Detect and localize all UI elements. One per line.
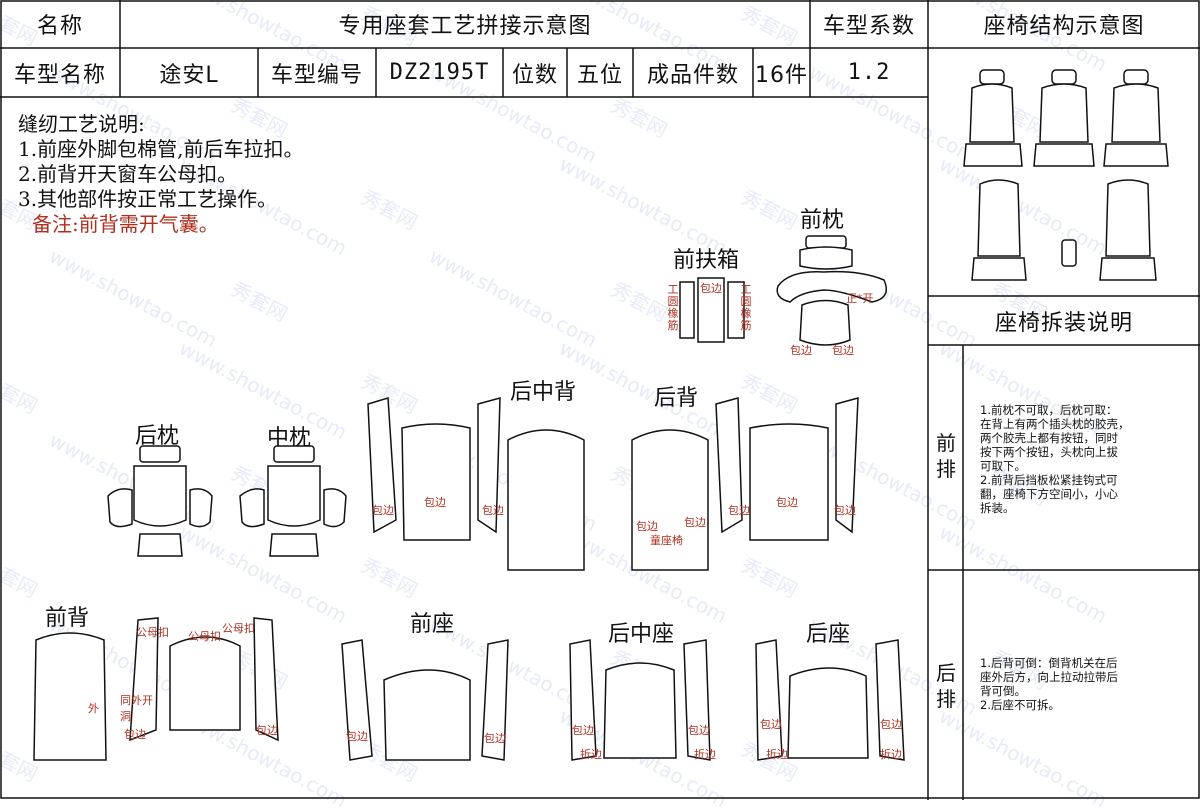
rear-mid-seat-pattern xyxy=(569,639,711,761)
mark-tong-wai-kai-dong: 同外开洞 xyxy=(120,694,153,723)
seat-icon-front-left xyxy=(963,69,1023,167)
front-seat-pattern xyxy=(341,639,509,761)
mark-gong-mu-kou: 公母扣 xyxy=(222,622,255,635)
mid-pillow-pattern xyxy=(239,445,347,557)
mark-bao-bian: 包边 xyxy=(372,504,394,517)
sewing-instructions: 缝纫工艺说明: 1.前座外脚包棉管,前后车拉扣。 2.前背开天窗车公母扣。 3.… xyxy=(18,112,303,237)
rear-pillow-pattern xyxy=(107,445,213,557)
label-front-armrest: 前扶箱 xyxy=(673,248,740,273)
mark-zhe-bian: 折边 xyxy=(766,748,788,761)
front-row-line: 2.前背后挡板松紧挂钩式可 xyxy=(980,473,1118,487)
front-row-line: 1.前枕不可取，后枕可取： xyxy=(980,403,1118,417)
rear-row-line: 背可倒。 xyxy=(980,684,1026,698)
rear-row-line: 座外后方，向上拉动拉带后 xyxy=(980,670,1118,684)
front-row-line: 可取下。 xyxy=(980,459,1026,473)
rear-row-line: 2.后座不可拆。 xyxy=(980,698,1060,712)
page-title: 专用座套工艺拼接示意图 xyxy=(338,14,592,39)
front-row-line: 两个胶壳上都有按钮，同时 xyxy=(980,431,1118,445)
mark-bao-bian: 包边 xyxy=(482,504,504,517)
instructions-title: 缝纫工艺说明: xyxy=(18,112,145,136)
front-row-line: 在背上有两个插头枕的胶壳， xyxy=(980,417,1130,431)
instruction-item: 1.前座外脚包棉管,前后车拉扣。 xyxy=(18,137,304,161)
mark-gong-mu-kou: 公母扣 xyxy=(136,626,169,639)
seat-icon-armrest xyxy=(1061,239,1077,267)
mark-gong-mu-kou: 公母扣 xyxy=(188,630,221,643)
mark-bao-bian: 包边 xyxy=(256,724,278,737)
mark-bao-bian: 包边 xyxy=(636,520,658,533)
model-name-value: 途安L xyxy=(159,62,219,88)
mark-bao-bian: 包边 xyxy=(684,516,706,529)
mark-bao-bian: 包边 xyxy=(728,504,750,517)
pattern-pieces xyxy=(33,235,905,761)
label-rear-pillow: 后枕 xyxy=(135,424,180,449)
structure-title: 座椅结构示意图 xyxy=(983,14,1145,39)
mark-bao-bian: 包边 xyxy=(346,730,368,743)
mark-la-gong-yuan: 工圆橡筋 xyxy=(667,283,679,332)
rear-row-line: 1.后背可倒：倒背机关在后 xyxy=(980,656,1118,670)
front-row-text: 1.前枕不可取，后枕可取： 在背上有两个插头枕的胶壳， 两个胶壳上都有按钮，同时… xyxy=(980,403,1130,515)
front-row-label: 前排 xyxy=(936,431,956,481)
seat-icon-front-right xyxy=(1103,69,1169,167)
coef-value: 1.2 xyxy=(847,60,891,85)
front-row-line: 翻，座椅下方空间小，小心 xyxy=(980,487,1118,501)
rear-row-text: 1.后背可倒：倒背机关在后 座外后方，向上拉动拉带后 背可倒。 2.后座不可拆。 xyxy=(980,656,1118,712)
seat-icon-rear-right xyxy=(1099,179,1157,281)
front-back-pattern xyxy=(33,617,279,761)
front-row-line: 拆装。 xyxy=(980,501,1015,515)
rear-seat-pattern xyxy=(755,639,905,761)
seat-structure-diagram xyxy=(963,69,1169,281)
label-front-back: 前背 xyxy=(45,606,90,631)
seats-value: 五位 xyxy=(576,62,623,88)
label-rear-back: 后背 xyxy=(654,386,699,411)
label-front-pillow: 前枕 xyxy=(800,208,845,233)
mark-bao-bian: 包边 xyxy=(790,344,812,357)
label-rear-mid-back: 后中背 xyxy=(510,380,577,405)
mark-zheng-kai: 正*开 xyxy=(846,292,874,305)
mark-zhe-bian: 折边 xyxy=(694,748,716,761)
instruction-item: 3.其他部件按正常工艺操作。 xyxy=(18,187,278,211)
mark-bao-bian: 包边 xyxy=(776,496,798,509)
disassembly-title: 座椅拆装说明 xyxy=(994,310,1133,336)
rear-back-pattern xyxy=(631,397,859,571)
mark-zhe-bian: 折边 xyxy=(580,748,602,761)
seat-icon-rear-left xyxy=(971,179,1027,281)
rear-row-label: 后排 xyxy=(936,661,956,711)
mark-zhe-bian: 折边 xyxy=(880,748,902,761)
mark-la-gong-yuan: 工圆橡筋 xyxy=(740,283,752,332)
mark-bao-bian: 包边 xyxy=(124,728,146,741)
mark-wai: 外 xyxy=(88,702,99,715)
mark-child-seat: 童座椅 xyxy=(650,534,683,547)
model-no-value: DZ2195T xyxy=(389,60,490,85)
label-rear-seat: 后座 xyxy=(806,622,851,647)
front-pillow-pattern xyxy=(776,235,887,346)
front-armrest-pattern xyxy=(679,277,745,343)
mark-bao-bian: 包边 xyxy=(688,724,710,737)
mark-bao-bian: 包边 xyxy=(760,718,782,731)
mark-bao-bian: 包边 xyxy=(484,732,506,745)
label-front-seat: 前座 xyxy=(410,612,455,637)
label-rear-mid-seat: 后中座 xyxy=(608,622,675,647)
seats-label: 位数 xyxy=(511,62,558,88)
mark-bao-bian: 包边 xyxy=(424,496,446,509)
pieces-label: 成品件数 xyxy=(646,62,739,88)
mark-bao-bian: 包边 xyxy=(880,718,902,731)
rear-mid-back-pattern xyxy=(367,397,585,571)
model-name-label: 车型名称 xyxy=(13,62,106,88)
coef-label: 车型系数 xyxy=(822,14,915,39)
model-no-label: 车型编号 xyxy=(270,62,363,88)
mark-bao-bian: 包边 xyxy=(700,282,722,295)
mark-bao-bian: 包边 xyxy=(834,504,856,517)
front-row-line: 按下两个按钮，头枕向上拔 xyxy=(980,445,1118,459)
pieces-value: 16件 xyxy=(755,62,808,88)
name-label: 名称 xyxy=(36,14,83,39)
instruction-item: 2.前背开天窗车公母扣。 xyxy=(18,162,238,186)
seat-icon-front-mid xyxy=(1033,69,1095,167)
mark-bao-bian: 包边 xyxy=(832,344,854,357)
mark-bao-bian: 包边 xyxy=(572,724,594,737)
instruction-note: 备注:前背需开气囊。 xyxy=(32,212,219,236)
